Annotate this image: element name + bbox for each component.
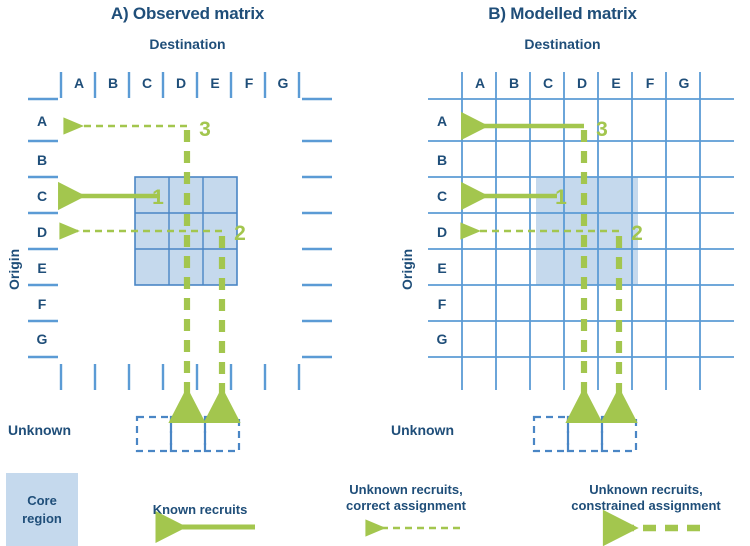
panel-a-colhead-G: G bbox=[277, 75, 289, 91]
legend-core-swatch bbox=[6, 473, 78, 546]
panel-a-destination-label: Destination bbox=[149, 36, 226, 52]
panel-a-colhead-F: F bbox=[244, 75, 254, 91]
panel-b-colhead-G: G bbox=[678, 75, 690, 91]
panel-b-flow-3-constrained bbox=[461, 111, 603, 423]
panel-a-graphics: 1 2 3 bbox=[28, 72, 332, 453]
legend-constrained-assignment: Unknown recruits, constrained assignment bbox=[543, 482, 749, 513]
panel-b-graphics: 1 2 3 bbox=[428, 72, 734, 453]
panel-a-colhead-B: B bbox=[107, 75, 119, 91]
legend-core-line2: region bbox=[22, 510, 62, 526]
panel-b-colhead-C: C bbox=[542, 75, 554, 91]
legend-correct-line2: correct assignment bbox=[346, 497, 466, 513]
panel-b-flow-label-1: 1 bbox=[555, 186, 567, 209]
legend-core-line1: Core bbox=[27, 492, 57, 508]
panel-b-flow-label-2: 2 bbox=[631, 222, 643, 245]
panel-b-colhead-B: B bbox=[508, 75, 520, 91]
panel-a-row-ticks-left bbox=[28, 97, 58, 359]
panel-b-rowhead-C: C bbox=[436, 188, 448, 204]
panel-b-rowhead-G: G bbox=[436, 331, 448, 347]
panel-a-flow-label-1: 1 bbox=[152, 186, 164, 209]
legend-correct-assignment: Unknown recruits, correct assignment bbox=[316, 482, 496, 513]
panel-observed-matrix: A) Observed matrix Destination Origin Un… bbox=[6, 4, 332, 453]
panel-a-rowhead-D: D bbox=[36, 224, 48, 240]
panel-a-rowhead-G: G bbox=[36, 331, 48, 347]
panel-b-destination-label: Destination bbox=[524, 36, 601, 52]
panel-a-colhead-C: C bbox=[141, 75, 153, 91]
legend-constrained-line2: constrained assignment bbox=[571, 497, 721, 513]
panel-b-rowhead-A: A bbox=[436, 113, 448, 129]
panel-a-rowhead-C: C bbox=[36, 188, 48, 204]
panel-modelled-matrix: B) Modelled matrix Destination Origin Un… bbox=[375, 0, 750, 546]
panel-b-rowhead-F: F bbox=[437, 296, 447, 312]
panel-a-unknown-label: Unknown bbox=[8, 422, 71, 438]
panel-b-colhead-F: F bbox=[645, 75, 655, 91]
panel-b-rowhead-E: E bbox=[437, 260, 447, 276]
panel-a-title: A) Observed matrix bbox=[110, 4, 265, 23]
panel-b-unknown-cells bbox=[532, 415, 638, 453]
panel-a-flow-label-2: 2 bbox=[234, 222, 246, 245]
panel-b-unknown-label: Unknown bbox=[391, 422, 454, 438]
panel-a-rowhead-A: A bbox=[36, 113, 48, 129]
panel-a-colhead-E: E bbox=[210, 75, 220, 91]
panel-a-row-ticks-right bbox=[302, 97, 332, 359]
panel-a-rowhead-F: F bbox=[37, 296, 47, 312]
legend-correct-line1: Unknown recruits, bbox=[349, 482, 463, 497]
legend-arrow-glyphs bbox=[155, 509, 700, 546]
panel-b-rowhead-B: B bbox=[436, 152, 448, 168]
panel-a-colhead-D: D bbox=[175, 75, 187, 91]
panel-b-colhead-A: A bbox=[474, 75, 486, 91]
panel-b-title: B) Modelled matrix bbox=[488, 4, 637, 23]
figure-legend: Core region Known recruits Unknown recru… bbox=[0, 470, 750, 546]
legend-constrained-line1: Unknown recruits, bbox=[589, 482, 703, 497]
panel-a-unknown-cells bbox=[135, 415, 241, 453]
panel-a-flow-label-3: 3 bbox=[199, 118, 211, 141]
panel-a-column-ticks-bottom bbox=[59, 364, 301, 390]
panel-b-rowhead-D: D bbox=[436, 224, 448, 240]
panel-a-colhead-A: A bbox=[73, 75, 85, 91]
panel-b-flow-2-correct bbox=[460, 222, 638, 423]
panel-a-column-ticks-top bbox=[59, 72, 301, 98]
legend-core-label: Core region bbox=[6, 473, 78, 546]
panel-b-colhead-D: D bbox=[576, 75, 588, 91]
panel-a-rowhead-B: B bbox=[36, 152, 48, 168]
panel-a-flow-3-constrained bbox=[63, 117, 206, 423]
panel-b-flow-label-3: 3 bbox=[596, 118, 608, 141]
panel-b-colhead-E: E bbox=[611, 75, 621, 91]
panel-a-flow-2-correct bbox=[59, 222, 241, 423]
panel-a-rowhead-E: E bbox=[37, 260, 47, 276]
